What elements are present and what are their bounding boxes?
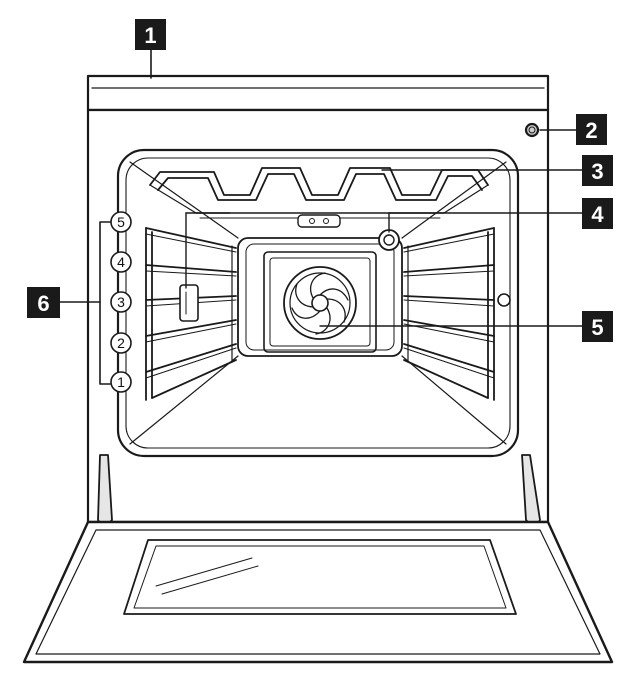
oven-door [24,522,612,662]
control-panel [88,76,548,110]
callout-1: 1 [135,19,166,50]
svg-text:5: 5 [591,315,603,340]
svg-text:3: 3 [117,294,125,310]
svg-text:6: 6 [37,291,49,316]
oven-light [526,124,538,136]
shelf-level-5: 5 [111,212,131,232]
shelf-level-1: 1 [111,372,131,392]
shelf-level-2: 2 [111,333,131,353]
callout-2: 2 [576,114,607,145]
svg-text:1: 1 [117,374,125,390]
shelf-level-4: 4 [111,252,131,272]
callout-6: 6 [27,287,60,318]
callout-3: 3 [582,155,613,186]
svg-text:2: 2 [585,118,597,143]
svg-text:5: 5 [117,214,125,230]
meat-probe-socket [379,230,399,250]
side-light [180,285,198,321]
callout-4: 4 [582,198,613,229]
shelf-level-3: 3 [111,292,131,312]
callout-5: 5 [582,311,613,342]
svg-text:4: 4 [591,202,604,227]
svg-text:3: 3 [591,159,603,184]
svg-text:1: 1 [144,23,156,48]
svg-text:4: 4 [117,254,125,270]
svg-text:2: 2 [117,335,125,351]
